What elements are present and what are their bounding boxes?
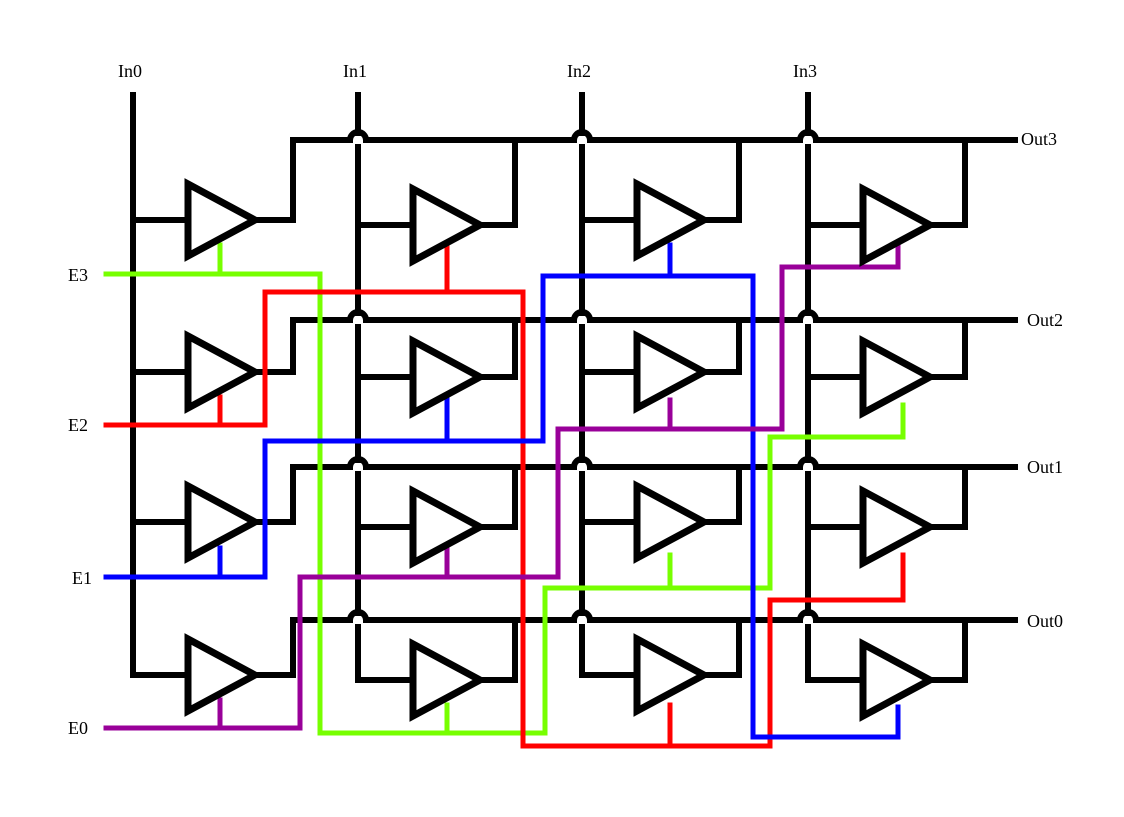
output-label-out1: Out1 xyxy=(1027,457,1063,477)
input-label-in1: In1 xyxy=(343,61,367,81)
wire-crossover-hops xyxy=(347,129,819,624)
enable-label-e0: E0 xyxy=(68,718,88,738)
buffer-in2-out1 xyxy=(633,480,712,564)
crossover-hop xyxy=(571,456,593,470)
buffer-in1-out3 xyxy=(409,183,488,267)
buffer-output-stub xyxy=(927,617,968,683)
crossover-hop xyxy=(347,456,369,470)
buffer-output-stub xyxy=(477,617,518,683)
buffer-output-stub xyxy=(701,317,742,375)
input-label-in0: In0 xyxy=(118,61,142,81)
buffer-in2-out2 xyxy=(633,330,712,414)
crossover-hop xyxy=(571,129,593,143)
buffer-in2-out3 xyxy=(633,178,712,262)
buffer-output-stub xyxy=(477,137,518,228)
crossover-hop xyxy=(797,129,819,143)
buffer-in2-out0 xyxy=(633,633,712,717)
buffer-output-stub xyxy=(927,464,968,530)
buffer-in0-out3 xyxy=(184,178,263,262)
buffer-output-stub xyxy=(252,137,296,223)
output-label-out3: Out3 xyxy=(1021,129,1057,149)
buffer-output-stub xyxy=(701,617,742,678)
buffer-in3-out0 xyxy=(859,638,938,722)
buffer-in1-out1 xyxy=(409,485,488,569)
signal-wires xyxy=(130,92,1018,683)
buffer-output-stub xyxy=(477,317,518,380)
buffer-output-stub xyxy=(927,317,968,380)
buffer-output-stub xyxy=(701,137,742,223)
buffer-in0-out2 xyxy=(184,330,263,414)
buffer-output-stub xyxy=(252,617,296,678)
buffer-in0-out1 xyxy=(184,480,263,564)
enable-wire-e1 xyxy=(103,273,901,740)
buffer-in1-out0 xyxy=(409,638,488,722)
crossover-hop xyxy=(797,609,819,623)
crossover-hop xyxy=(347,309,369,323)
buffer-output-stub xyxy=(927,137,968,228)
buffer-output-stub xyxy=(477,464,518,530)
enable-wire-e2 xyxy=(103,289,906,749)
buffer-in3-out2 xyxy=(859,335,938,419)
crossover-hop xyxy=(571,309,593,323)
buffers xyxy=(184,178,938,722)
buffer-in3-out3 xyxy=(859,183,938,267)
crossover-hop xyxy=(571,609,593,623)
enable-label-e1: E1 xyxy=(72,568,92,588)
enable-wire-e3 xyxy=(103,271,906,736)
crossover-hop xyxy=(347,129,369,143)
crossover-hop xyxy=(797,456,819,470)
buffer-output-stub xyxy=(252,464,296,525)
crossover-hop xyxy=(797,309,819,323)
buffer-in1-out2 xyxy=(409,335,488,419)
crossover-hop xyxy=(347,609,369,623)
enable-wires xyxy=(103,237,906,749)
buffer-output-stub xyxy=(701,464,742,525)
input-label-in2: In2 xyxy=(567,61,591,81)
output-label-out0: Out0 xyxy=(1027,611,1063,631)
buffer-output-stub xyxy=(252,317,296,375)
output-label-out2: Out2 xyxy=(1027,310,1063,330)
input-label-in3: In3 xyxy=(793,61,817,81)
buffer-in0-out0 xyxy=(184,633,263,717)
buffer-in3-out1 xyxy=(859,485,938,569)
enable-wire-e0 xyxy=(103,237,901,731)
enable-label-e2: E2 xyxy=(68,415,88,435)
enable-label-e3: E3 xyxy=(68,265,88,285)
